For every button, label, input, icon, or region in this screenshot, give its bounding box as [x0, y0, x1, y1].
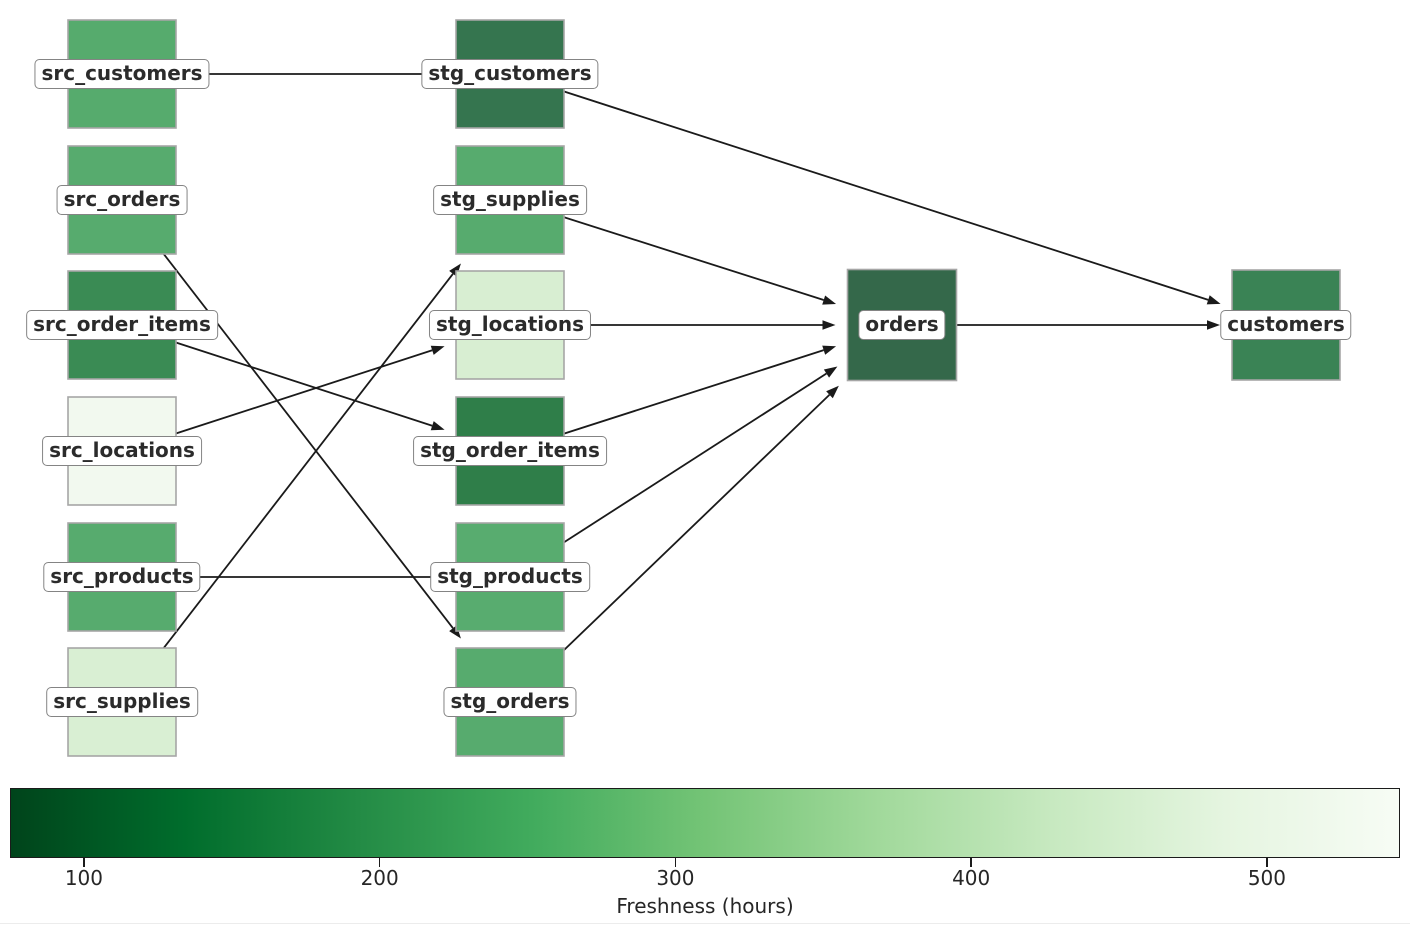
colorbar-tick-mark — [83, 858, 85, 867]
node-label-customers: customers — [1220, 310, 1352, 340]
edge-src_orders-to-stg_orders — [121, 199, 454, 629]
node-label-stg_locations: stg_locations — [428, 310, 592, 340]
arrowhead-src_orders-to-stg_orders — [449, 625, 461, 639]
node-label-orders: orders — [858, 310, 946, 340]
node-label-stg_customers: stg_customers — [421, 59, 599, 89]
colorbar-tick-label: 300 — [656, 866, 695, 890]
node-label-src_orders: src_orders — [56, 185, 188, 215]
colorbar-tick-label: 400 — [952, 866, 991, 890]
node-label-stg_supplies: stg_supplies — [433, 185, 587, 215]
arrowhead-stg_supplies-to-orders — [822, 295, 837, 305]
arrowhead-src_supplies-to-stg_supplies — [449, 263, 461, 277]
arrowhead-stg_customers-to-customers — [1206, 295, 1221, 305]
colorbar-tick-mark — [1266, 858, 1268, 867]
arrowhead-src_order_items-to-stg_order_items — [430, 421, 445, 431]
edge-src_supplies-to-stg_supplies — [121, 273, 454, 703]
edge-stg_customers-to-customers — [509, 73, 1209, 301]
colorbar-tick-label: 200 — [360, 866, 399, 890]
node-label-stg_products: stg_products — [430, 562, 590, 592]
node-label-src_order_items: src_order_items — [26, 310, 218, 340]
node-label-stg_orders: stg_orders — [443, 687, 577, 717]
arrowhead-stg_products-to-orders — [823, 366, 838, 378]
arrowhead-orders-to-customers — [1207, 320, 1220, 330]
arrowhead-stg_order_items-to-orders — [822, 345, 837, 355]
colorbar-tick-label: 100 — [64, 866, 104, 890]
arrowhead-stg_locations-to-orders — [822, 320, 836, 330]
colorbar-axis-label: Freshness (hours) — [616, 894, 794, 918]
node-label-src_customers: src_customers — [34, 59, 210, 89]
colorbar-tick-mark — [378, 858, 381, 867]
arrowhead-src_locations-to-stg_locations — [430, 345, 445, 355]
node-label-src_supplies: src_supplies — [46, 687, 198, 717]
node-label-src_products: src_products — [43, 562, 201, 592]
colorbar-tick-mark — [674, 858, 677, 867]
node-label-src_locations: src_locations — [42, 436, 202, 466]
colorbar-tick-mark — [970, 858, 972, 867]
colorbar-tick-label: 500 — [1247, 866, 1286, 890]
arrowhead-stg_orders-to-orders — [826, 385, 839, 399]
bottom-border — [0, 923, 1410, 924]
colorbar-gradient — [10, 788, 1400, 858]
node-label-stg_order_items: stg_order_items — [413, 436, 607, 466]
